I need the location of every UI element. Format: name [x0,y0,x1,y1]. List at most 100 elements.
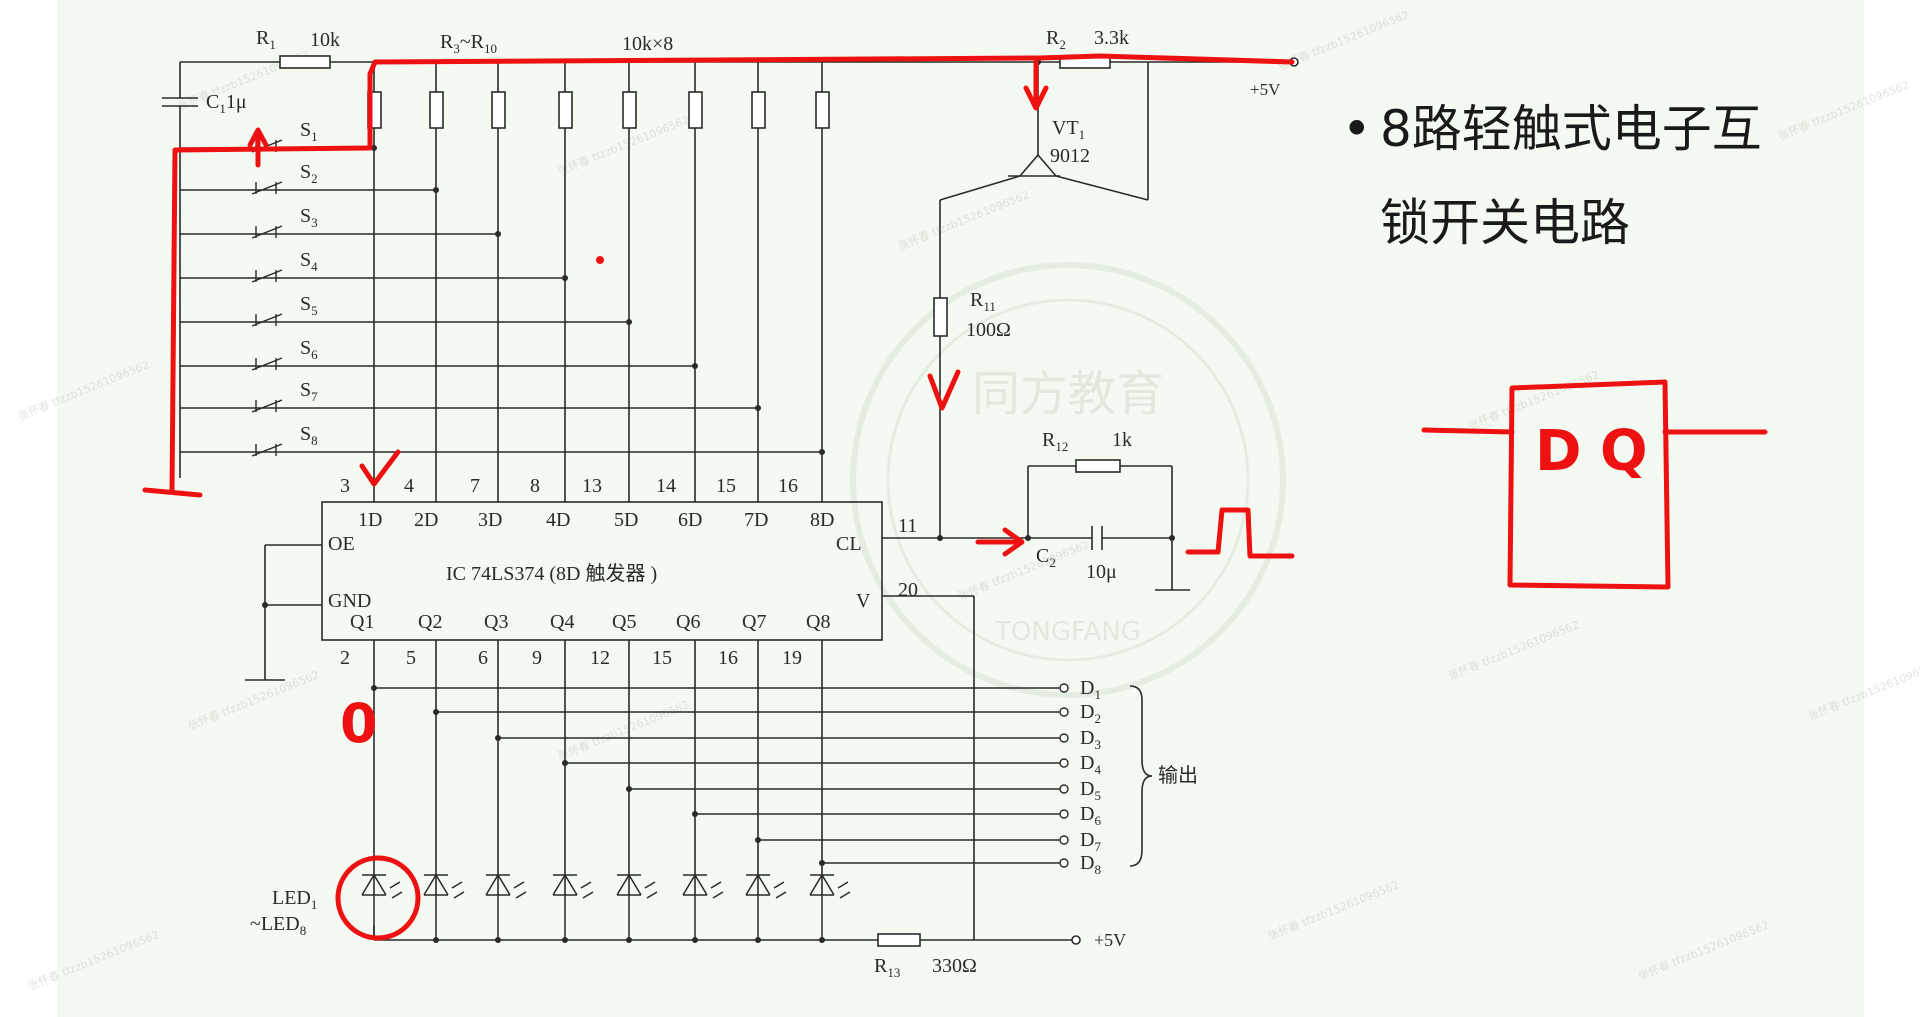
svg-text:Q1: Q1 [350,611,374,633]
svg-text:6D: 6D [678,509,702,531]
svg-text:16: 16 [718,647,738,669]
r3-range-value: 10k×8 [622,33,673,55]
svg-text:D8: D8 [1080,852,1101,877]
svg-text:D2: D2 [1080,701,1101,726]
svg-text:D7: D7 [1080,829,1101,854]
resistor-r11 [933,297,948,337]
svg-text:Q4: Q4 [550,611,574,633]
svg-text:15: 15 [716,475,736,497]
led-6 [682,873,724,899]
svg-text:S3: S3 [300,205,318,230]
annotation-top-rail [367,53,1295,77]
svg-text:5: 5 [406,647,416,669]
cl-pin-number: 11 [898,515,917,537]
svg-text:R1: R1 [256,27,276,52]
led-5 [616,873,658,899]
svg-text:C11μ: C11μ [206,91,247,116]
diagram-panel [57,0,1864,1017]
svg-text:D6: D6 [1080,803,1101,828]
r11-label: R [970,289,984,311]
annotation-zero: 0 [340,692,378,755]
ic-74ls374 [321,501,883,641]
svg-text:15: 15 [652,647,672,669]
r13-value: 330Ω [932,955,977,977]
title-line-1: 8路轻触式电子互 [1380,100,1762,158]
svg-text:S8: S8 [300,423,318,448]
annotation-dq-input [1421,427,1515,435]
bullet-dot: • [1342,100,1372,158]
svg-text:R13: R13 [874,955,900,980]
v-pin: V [856,590,871,612]
svg-text:Q2: Q2 [418,611,442,633]
svg-text:6: 6 [478,647,488,669]
annotation-check-r11 [927,369,961,411]
r12-value: 1k [1112,429,1132,451]
annotation-texts: D Q 0 [340,419,1648,755]
junction-dots [262,59,1175,943]
resistors [279,55,1121,947]
svg-text:Q5: Q5 [612,611,636,633]
annotation-left-path [169,71,373,495]
r11-value: 100Ω [966,319,1011,341]
r3-range-label: R [440,31,454,53]
red-annotations [142,53,1768,941]
svg-text:R2: R2 [1046,27,1066,52]
r2-value: 3.3k [1094,27,1129,49]
svg-text:R11: R11 [970,289,996,314]
annotation-arrow-down [1023,59,1049,111]
svg-text:5D: 5D [614,509,638,531]
svg-text:D3: D3 [1080,727,1101,752]
svg-text:VT1: VT1 [1052,117,1085,142]
svg-text:2: 2 [340,647,350,669]
svg-text:8D: 8D [810,509,834,531]
led-label: LED [272,887,311,909]
c1-label: C [206,91,219,113]
svg-text:S2: S2 [300,161,318,186]
watermark-seal: 同方教育 TONGFANG [850,262,1286,698]
c2-value: 10μ [1086,561,1117,583]
svg-text:4D: 4D [546,509,570,531]
svg-text:C2: C2 [1036,545,1056,570]
title-line-2: 锁开关电路 [1380,194,1630,252]
watermark-cn: 同方教育 [972,366,1164,422]
led-8 [809,873,851,899]
r2-label: R [1046,27,1060,49]
cl-pin: CL [836,533,862,555]
gnd-pin: GND [328,590,371,612]
svg-text:S4: S4 [300,249,318,274]
svg-text:7D: 7D [744,509,768,531]
watermark-brand: TONGFANG [994,617,1141,647]
vt1-label: VT [1052,117,1079,139]
svg-text:D1: D1 [1080,677,1101,702]
r1-label: R [256,27,270,49]
svg-text:3D: 3D [478,509,502,531]
svg-text:12: 12 [590,647,610,669]
resistor-r13 [877,933,921,947]
svg-text:LED1: LED1 [272,887,317,912]
vt1-model: 9012 [1050,145,1090,167]
svg-text:Q8: Q8 [806,611,830,633]
svg-text:R12: R12 [1042,429,1068,454]
circuit-wires [162,57,1299,945]
svg-text:4: 4 [404,475,414,497]
leds [361,873,851,940]
vcc-top: +5V [1250,80,1281,99]
svg-text:19: 19 [782,647,802,669]
svg-text:2D: 2D [414,509,438,531]
annotation-q: Q [1600,419,1648,484]
svg-text:D5: D5 [1080,778,1101,803]
output-terminals [1059,683,1069,868]
svg-text:1D: 1D [358,509,382,531]
annotation-d: D [1535,419,1581,484]
svg-text:R3~R10: R3~R10 [440,31,497,56]
v-pin-number: 20 [898,579,918,601]
svg-text:13: 13 [582,475,602,497]
svg-text:7: 7 [470,475,480,497]
oe-pin: OE [328,533,355,555]
annotation-dq-box [1507,379,1671,590]
red-dots [596,256,604,264]
output-label: 输出 [1158,763,1198,787]
svg-text:Q6: Q6 [676,611,700,633]
